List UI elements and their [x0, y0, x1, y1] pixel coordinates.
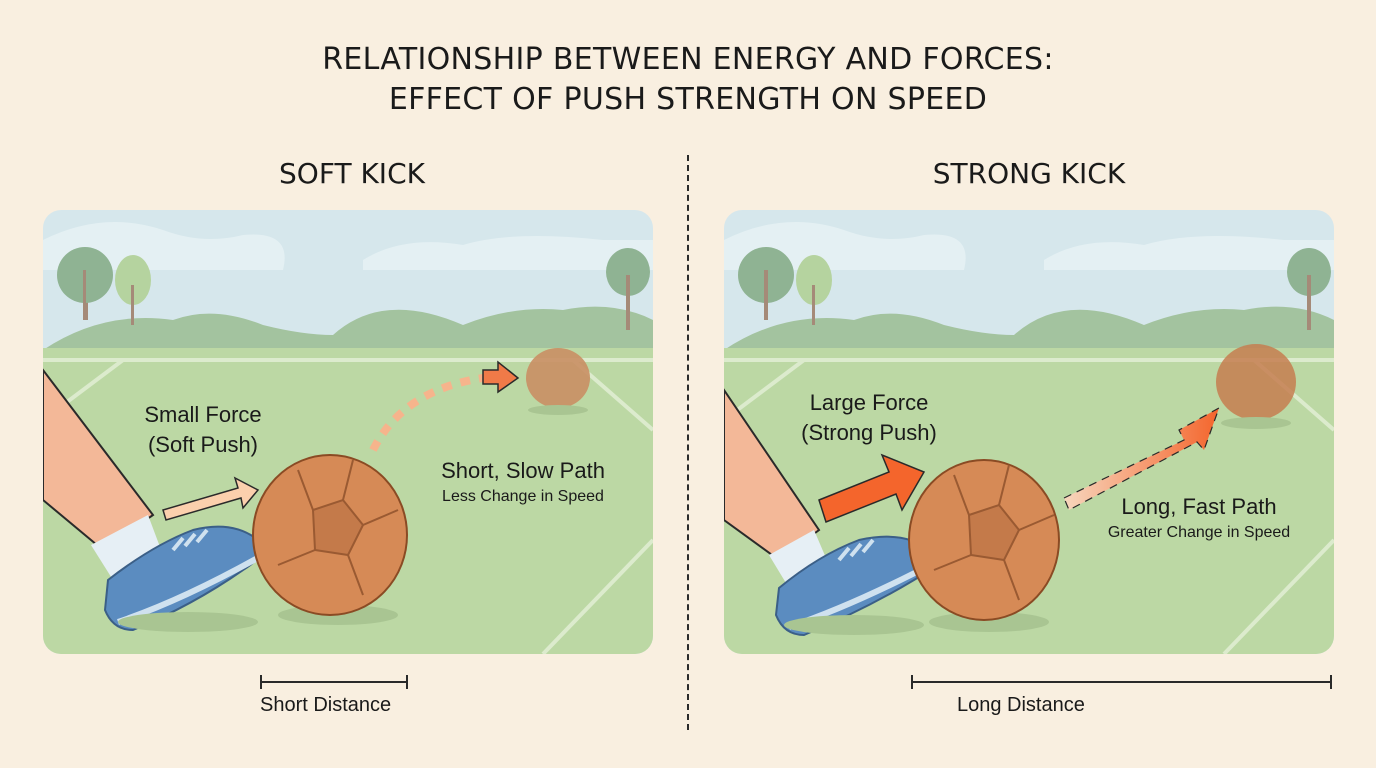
force-label: Large Force (Strong Push) [801, 390, 937, 445]
trajectory-path [369, 374, 484, 452]
title-line-2: EFFECT OF PUSH STRENGTH ON SPEED [388, 82, 988, 117]
soft-kick-illustration [43, 210, 653, 654]
short-distance-label: Short Distance [260, 694, 392, 716]
diagram-title: RELATIONSHIP BETWEEN ENERGY AND FORCES: … [0, 40, 1376, 120]
tree-icon [738, 247, 794, 320]
title-line-1: RELATIONSHIP BETWEEN ENERGY AND FORCES: [322, 42, 1054, 77]
strong-kick-heading: STRONG KICK [932, 157, 1126, 190]
cloud-icon [1044, 236, 1334, 270]
panel-divider [687, 155, 689, 730]
tree-icon [1287, 248, 1331, 330]
force-arrow-icon [818, 453, 926, 523]
strong-kick-illustration [724, 210, 1334, 654]
long-distance-label: Long Distance [957, 694, 1085, 716]
force-label: Small Force (Soft Push) [144, 402, 262, 457]
tree-icon [115, 255, 151, 325]
soft-kick-scene: Small Force (Soft Push) Short, Slow Path… [43, 210, 653, 654]
path-arrow-icon [482, 360, 520, 394]
tree-icon [606, 248, 650, 330]
path-arrow-icon [1063, 406, 1221, 511]
long-distance-bar [911, 675, 1332, 689]
cloud-icon [363, 236, 653, 270]
distant-ball-icon [526, 348, 590, 408]
short-distance-bar [260, 675, 408, 689]
distant-ball-icon [1216, 344, 1296, 420]
soccer-ball-icon [252, 454, 408, 616]
path-label: Long, Fast Path Greater Change in Speed [1107, 494, 1291, 541]
tree-icon [57, 247, 113, 320]
tree-icon [796, 255, 832, 325]
soccer-ball-icon [908, 459, 1060, 621]
path-label: Short, Slow Path Less Change in Speed [441, 458, 605, 505]
soft-kick-heading: SOFT KICK [279, 157, 425, 190]
force-arrow-icon [162, 476, 260, 521]
strong-kick-scene: Large Force (Strong Push) Long, Fast Pat… [724, 210, 1334, 654]
